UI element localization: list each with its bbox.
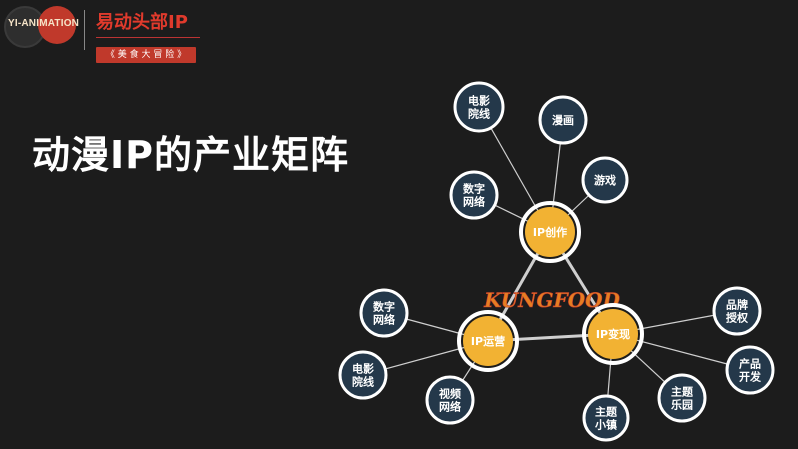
node-circle bbox=[582, 394, 630, 442]
node-circle bbox=[725, 345, 775, 395]
node-label: 授权 bbox=[726, 311, 749, 325]
node-circle bbox=[538, 95, 588, 145]
hub-ring bbox=[582, 303, 644, 365]
hub-circle bbox=[525, 207, 575, 257]
node-label: 网络 bbox=[463, 195, 485, 209]
node-label: 电影 bbox=[352, 362, 374, 376]
satellite-nodes: 电影院线漫画游戏数字网络数字网络电影院线视频网络主题小镇主题乐园产品开发品牌授权 bbox=[338, 81, 775, 442]
node-label: 乐园 bbox=[671, 398, 693, 412]
node-label: 主题 bbox=[595, 405, 618, 419]
node-circle bbox=[449, 170, 499, 220]
logo-text: YI-ANIMATION bbox=[8, 18, 80, 29]
node-label: 视频 bbox=[439, 387, 461, 401]
node-label: 数字 bbox=[463, 182, 485, 196]
hub-label: IP创作 bbox=[533, 225, 567, 239]
node-circle bbox=[425, 375, 475, 425]
brand-title: 易动头部IP bbox=[96, 12, 188, 33]
brand-tag: 《 美 食 大 冒 险 》 bbox=[96, 47, 196, 63]
logo-circle-right bbox=[38, 6, 76, 44]
node-circle bbox=[581, 156, 629, 204]
node-comics: 漫画 bbox=[538, 95, 588, 145]
node-label: 网络 bbox=[373, 313, 395, 327]
node-label: 网络 bbox=[439, 400, 461, 414]
node-circle bbox=[359, 288, 409, 338]
hub-circle bbox=[588, 309, 638, 359]
hub-monetize: IP变现 bbox=[582, 303, 644, 365]
node-label: 院线 bbox=[352, 375, 374, 389]
node-games: 游戏 bbox=[581, 156, 629, 204]
page-title: 动漫IP的产业矩阵 bbox=[32, 133, 349, 177]
node-label: 游戏 bbox=[594, 173, 616, 187]
node-label: 品牌 bbox=[726, 298, 748, 312]
hub-label: IP运营 bbox=[471, 334, 505, 348]
node-label: 院线 bbox=[468, 107, 490, 121]
hub-ring bbox=[457, 310, 519, 372]
logo: YI-ANIMATION bbox=[4, 6, 80, 48]
node-label: 漫画 bbox=[552, 113, 574, 127]
node-circle bbox=[657, 373, 707, 423]
hub-circle bbox=[463, 316, 513, 366]
node-circle bbox=[453, 81, 505, 133]
node-label: 开发 bbox=[739, 370, 762, 384]
header: YI-ANIMATION 易动头部IP 《 美 食 大 冒 险 》 bbox=[0, 0, 210, 72]
node-circle bbox=[338, 350, 388, 400]
header-divider bbox=[84, 10, 85, 50]
node-label: 产品 bbox=[739, 357, 761, 371]
brand-underline bbox=[96, 37, 200, 38]
hub-operate: IP运营 bbox=[457, 310, 519, 372]
connector-lines bbox=[362, 106, 751, 419]
hub-ring bbox=[519, 201, 581, 263]
node-label: 电影 bbox=[468, 94, 490, 108]
hub-label: IP变现 bbox=[596, 327, 630, 341]
hub-create: IP创作 bbox=[519, 201, 581, 263]
node-circle bbox=[712, 286, 762, 336]
node-label: 数字 bbox=[373, 300, 395, 314]
hub-nodes: IP创作 IP运营 IP变现 bbox=[457, 201, 644, 372]
node-label: 小镇 bbox=[594, 418, 617, 432]
node-label: 主题 bbox=[671, 385, 694, 399]
